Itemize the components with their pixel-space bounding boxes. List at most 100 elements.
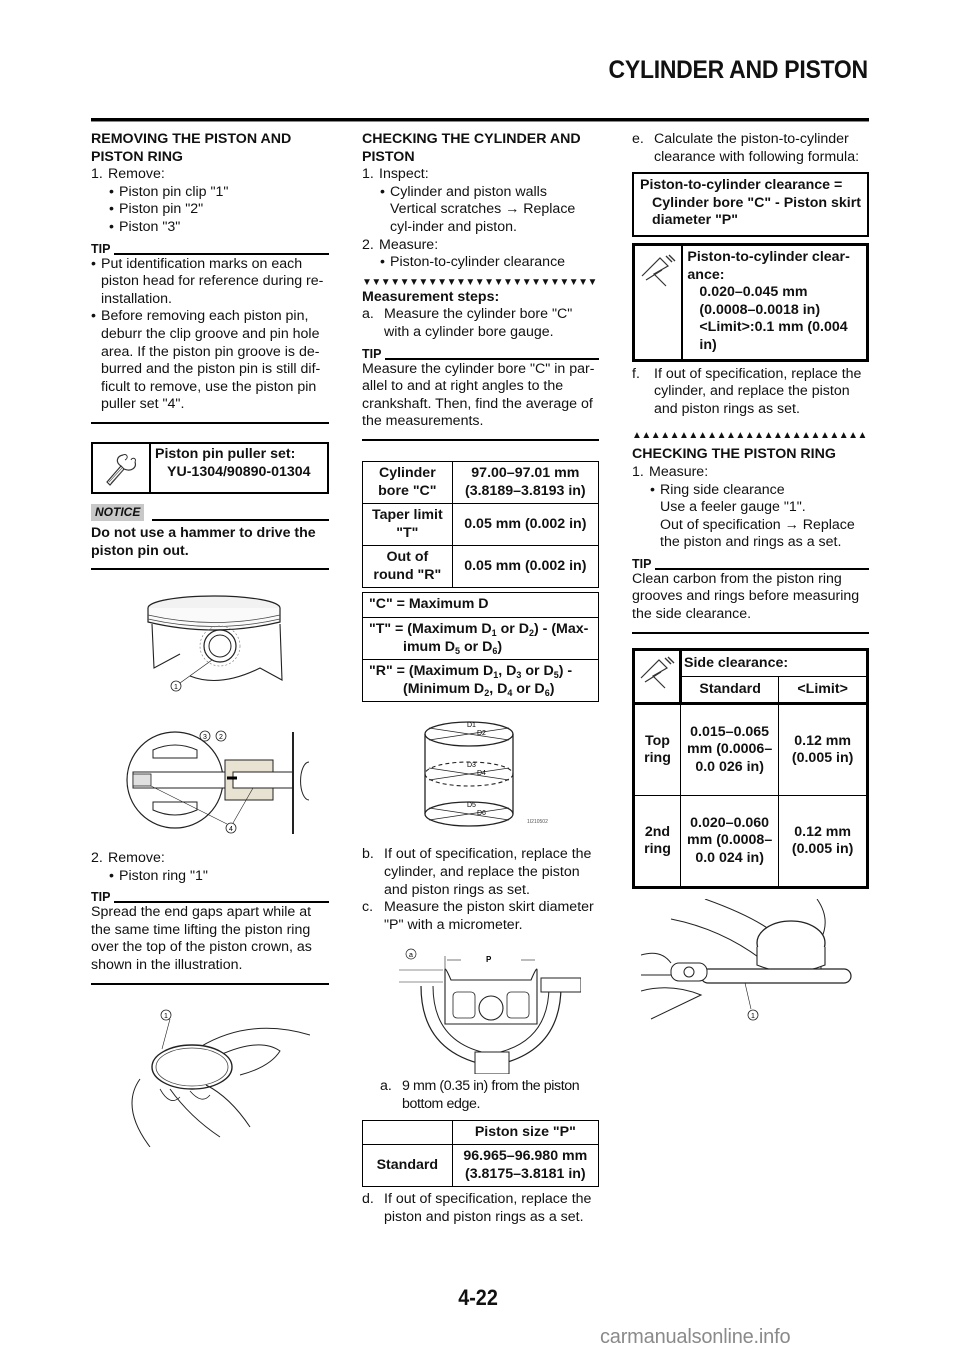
table-row: Out of round "R"0.05 mm (0.002 in) [362,545,600,589]
piston-ring-removal-illustration: 1 [131,1009,310,1147]
list-item: •Ring side clearance [650,481,785,498]
step-1: 1.Inspect: [362,166,429,183]
special-tool-box: Piston pin puller set:YU-1304/90890-0130… [91,441,329,494]
tip-heading: TIP [91,890,329,904]
svg-text:P: P [486,955,492,964]
tip-bullet: •Before removing each piston pin, deburr… [91,308,321,413]
table-row: "C" = Maximum D [362,592,599,619]
tip-end-rule [91,421,329,424]
piston-pin-puller-illustration: 3 2 4 [126,730,310,835]
step-2: 2.Remove: [91,850,165,867]
svg-text:2: 2 [219,734,223,741]
procedure-end-marker: ▲▲▲▲▲▲▲▲▲▲▲▲▲▲▲▲▲▲▲▲▲▲▲▲▲▲▲▲ [632,430,869,442]
section-heading-piston-ring: CHECKING THE PISTON RING [632,446,836,463]
tip-bullet: •Put identification marks on each piston… [91,255,324,307]
list-item: •Cylinder and piston walls [380,183,547,200]
table-row: "R" = (Maximum D1, D3 or D5) - (Minimum … [362,659,599,703]
list-item: •Piston ring "1" [109,867,208,884]
measurement-caliper-icon [635,245,684,359]
measure-detail: Use a feeler gauge "1". [660,499,806,516]
cylinder-spec-table: Cylinder bore "C"97.00–97.01 mm (3.8189–… [362,460,600,589]
notice-badge: NOTICE [91,503,145,521]
list-item: •Piston-to-cylinder clearance [380,254,566,271]
table-row: Cylinder bore "C"97.00–97.01 mm (3.8189–… [362,460,600,505]
step-f: f.If out of specification, replace the c… [632,365,862,417]
table-row: "T" = (Maximum D1 or D2) - (Max-imum D5 … [362,617,599,661]
step-a: a.Measure the cylinder bore "C" with a c… [362,306,573,340]
svg-text:1: 1 [174,684,178,691]
table-row: Taper limit "T"0.05 mm (0.002 in) [362,503,600,547]
svg-text:1I210502: 1I210502 [527,819,548,825]
tool-name: Piston pin puller set: [155,445,296,462]
micrometer-illustration: P a [398,949,581,1075]
side-clearance-table: Side clearance: Standard<Limit> Top ring… [632,647,869,890]
tip-heading: TIP [362,347,599,361]
steps-heading: Measurement steps: [362,288,500,305]
step-b: b.If out of specification, replace the c… [362,846,592,898]
tool-part-number: YU-1304/90890-01304 [167,463,311,480]
list-item: •Piston pin clip "1" [109,183,229,200]
svg-text:D3: D3 [467,762,476,769]
feeler-gauge-illustration: 1 [640,899,852,1021]
list-item: •Piston "3" [109,218,181,235]
svg-text:1: 1 [751,1013,755,1020]
formula-table: "C" = Maximum D "T" = (Maximum D1 or D2)… [362,592,599,703]
tip-end-rule [362,438,599,441]
svg-text:D6: D6 [477,810,486,817]
svg-text:D2: D2 [477,730,486,737]
piston-clip-illustration: 1 [147,595,283,692]
notice-heading: NOTICE [91,503,329,521]
step-c: c. Measure the piston skirt diameter "P"… [362,899,594,933]
svg-text:D4: D4 [477,770,486,777]
list-item: •Piston pin "2" [109,201,204,218]
tip-end-rule [632,631,869,634]
step-1: 1.Remove: [91,166,165,183]
figure-caption: a.9 mm (0.35 in) from the piston bottom … [380,1078,580,1112]
notice-text: Do not use a hammer to drive the piston … [91,524,316,559]
svg-text:a: a [409,952,413,959]
tip-text: Clean carbon from the piston ring groove… [632,570,860,623]
step-2: 2.Measure: [362,236,439,253]
step-e: e.Calculate the piston-to-cylinder clear… [632,131,860,165]
page-title: CYLINDER AND PISTON [608,56,869,84]
watermark: carmanualsonline.info [600,1326,791,1348]
clearance-std-in: (0.0008–0.0018 in) [699,301,821,318]
table-row: Piston size "P" [362,1119,600,1146]
column-3: e.Calculate the piston-to-cylinder clear… [632,131,869,1039]
table-row: Standard<Limit> [634,675,868,706]
step-1: 1.Measure: [632,463,709,480]
svg-text:D1: D1 [467,722,476,729]
svg-text:D5: D5 [467,802,476,809]
tip-heading: TIP [632,557,869,571]
inspect-detail: Vertical scratches → Replace cyl-inder a… [390,201,576,235]
clearance-spec-box: Piston-to-cylinder clear-ance: 0.020–0.0… [632,242,869,362]
tip-heading: TIP [91,242,329,256]
header-rule [91,118,869,122]
procedure-start-marker: ▼▼▼▼▼▼▼▼▼▼▼▼▼▼▼▼▼▼▼▼▼▼▼▼▼▼▼▼ [362,276,599,288]
tool-icon [93,443,151,492]
notice-end-rule [91,568,329,571]
tip-text: Spread the end gaps apart while at the s… [91,904,312,974]
clearance-limit: <Limit>:0.1 mm (0.004 in) [699,319,848,353]
clearance-formula: Piston-to-cylinder clearance = Cylinder … [632,172,869,237]
svg-text:3: 3 [203,734,207,741]
measure-detail: Out of specification → Replace the pisto… [660,516,855,551]
clearance-title: Piston-to-cylinder clear-ance: [687,248,850,283]
page-number: 4-22 [458,1285,498,1310]
table-row: Side clearance: [633,648,868,706]
step-d: d.If out of specification, replace the p… [362,1191,592,1225]
tip-end-rule [91,982,329,985]
clearance-std-mm: 0.020–0.045 mm [699,284,808,301]
measurement-caliper-icon [633,648,682,706]
svg-text:1: 1 [164,1013,168,1020]
svg-text:4: 4 [229,826,233,833]
